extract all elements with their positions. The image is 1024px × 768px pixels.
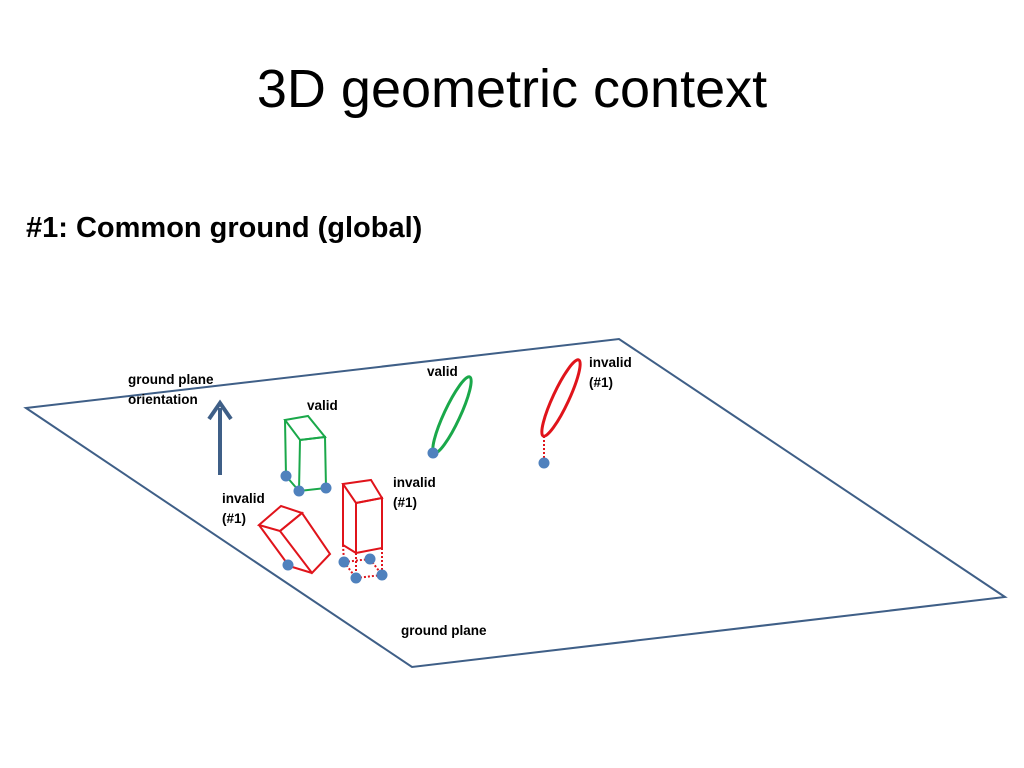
invalid-box-left-object bbox=[256, 504, 332, 575]
up-arrow-icon bbox=[207, 399, 233, 475]
invalid-box-left-label: invalid (#1) bbox=[222, 489, 265, 529]
ground-plane-label: ground plane bbox=[401, 623, 487, 638]
contact-point bbox=[280, 470, 292, 482]
contact-point bbox=[293, 485, 305, 497]
contact-points bbox=[280, 447, 550, 584]
invalid-box-left-label-line2: (#1) bbox=[222, 511, 247, 526]
contact-point bbox=[376, 569, 388, 581]
orientation-label-line2: orientation bbox=[128, 392, 198, 407]
orientation-label: ground plane orientation bbox=[128, 370, 214, 410]
valid-ellipse-object bbox=[431, 375, 473, 455]
invalid-ellipse-label-line2: (#1) bbox=[589, 375, 614, 390]
contact-point bbox=[320, 482, 332, 494]
invalid-ellipse-label: invalid (#1) bbox=[589, 353, 632, 393]
slide-title: 3D geometric context bbox=[256, 59, 768, 119]
ground-plane-shape bbox=[23, 337, 1008, 669]
contact-point bbox=[350, 572, 362, 584]
invalid-box-right-label-line2: (#1) bbox=[393, 495, 418, 510]
valid-box-label: valid bbox=[307, 398, 338, 413]
contact-point bbox=[282, 559, 294, 571]
valid-ellipse-label: valid bbox=[427, 364, 458, 379]
invalid-ellipse-label-line1: invalid bbox=[589, 355, 632, 370]
invalid-box-left-label-line1: invalid bbox=[222, 491, 265, 506]
invalid-box-right-label: invalid (#1) bbox=[393, 473, 436, 513]
contact-point bbox=[538, 457, 550, 469]
invalid-ellipse-object bbox=[540, 358, 582, 462]
contact-point bbox=[338, 556, 350, 568]
contact-point bbox=[427, 447, 439, 459]
orientation-label-line1: ground plane bbox=[128, 372, 214, 387]
slide-subtitle: #1: Common ground (global) bbox=[26, 212, 423, 244]
contact-point bbox=[364, 553, 376, 565]
invalid-box-right-label-line1: invalid bbox=[393, 475, 436, 490]
valid-box-object bbox=[283, 414, 328, 493]
